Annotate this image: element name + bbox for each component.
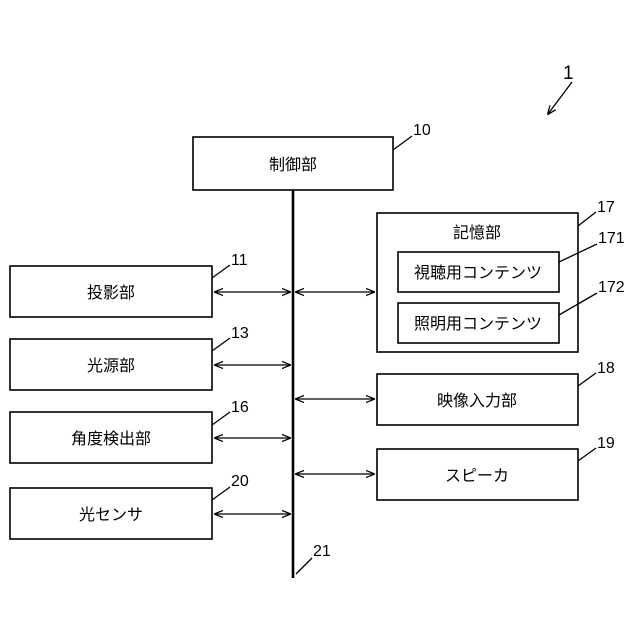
- viewing-content-label: 視聴用コンテンツ: [414, 263, 542, 282]
- speaker-box: スピーカ: [377, 449, 578, 500]
- angle-detection-unit-box: 角度検出部: [10, 412, 212, 463]
- speaker-leader: [578, 448, 596, 461]
- video-input-unit-ref: 18: [597, 360, 615, 377]
- speaker-ref: 19: [597, 435, 615, 452]
- light-source-unit-ref: 13: [231, 325, 249, 342]
- light-source-unit-label: 光源部: [87, 356, 135, 375]
- angle-detection-unit-ref: 16: [231, 399, 249, 416]
- storage-unit-label: 記憶部: [453, 223, 501, 242]
- video-input-unit-leader: [578, 373, 596, 386]
- control-unit-leader: [393, 136, 412, 150]
- main-ref-label: 1: [563, 63, 574, 84]
- angle-detection-unit-leader: [212, 412, 230, 425]
- bus-ref-label: 21: [313, 543, 331, 560]
- video-input-unit-label: 映像入力部: [437, 391, 517, 410]
- light-sensor-leader: [212, 487, 230, 500]
- control-unit-label: 制御部: [269, 155, 317, 174]
- lighting-content-label: 照明用コンテンツ: [414, 314, 542, 333]
- projection-unit-leader: [212, 265, 230, 278]
- projection-unit-label: 投影部: [87, 283, 135, 302]
- viewing-content-ref: 171: [598, 230, 625, 247]
- speaker-label: スピーカ: [445, 466, 509, 485]
- light-sensor-label: 光センサ: [79, 505, 143, 524]
- projection-unit-box: 投影部: [10, 266, 212, 317]
- storage-unit-ref: 17: [597, 199, 615, 216]
- lighting-content-box: 照明用コンテンツ: [398, 303, 559, 343]
- light-sensor-box: 光センサ: [10, 488, 212, 539]
- lighting-content-ref: 172: [598, 279, 625, 296]
- projection-unit-ref: 11: [231, 252, 248, 269]
- control-unit-box: 制御部: [193, 137, 393, 190]
- storage-unit-leader: [578, 212, 596, 226]
- viewing-content-box: 視聴用コンテンツ: [398, 252, 559, 292]
- main-ref-arrow: [548, 82, 572, 114]
- light-sensor-ref: 20: [231, 473, 249, 490]
- angle-detection-unit-label: 角度検出部: [71, 429, 151, 448]
- bus-ref-leader: [296, 558, 312, 574]
- light-source-unit-leader: [212, 338, 230, 351]
- video-input-unit-box: 映像入力部: [377, 374, 578, 425]
- control-unit-ref: 10: [413, 122, 431, 139]
- light-source-unit-box: 光源部: [10, 339, 212, 390]
